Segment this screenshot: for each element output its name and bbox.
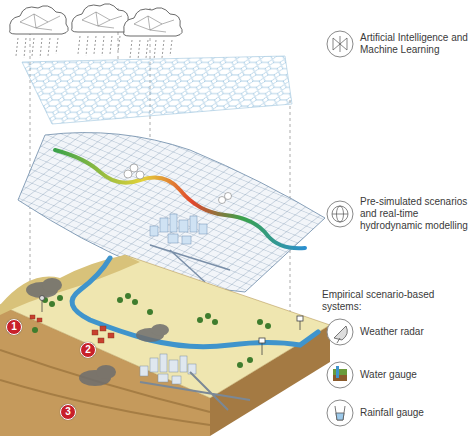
legend-item: Artificial Intelligence and Machine Lear… xyxy=(360,32,474,56)
callout-number: 2 xyxy=(80,342,96,358)
legend-item: Water gauge xyxy=(360,369,474,381)
callout-text: 2 xyxy=(85,344,91,355)
network-clouds xyxy=(10,4,183,60)
legend-text: Water gauge xyxy=(360,369,417,380)
hydrodynamic-mesh-layer xyxy=(18,133,325,292)
callout-number: 1 xyxy=(6,319,22,335)
callout-number: 3 xyxy=(60,404,76,420)
legend-item: Pre-simulated scenarios and real-time hy… xyxy=(360,196,474,232)
section-heading: Empirical scenario-based systems: xyxy=(322,289,474,313)
legend-text: Artificial Intelligence and Machine Lear… xyxy=(360,32,468,55)
legend-text: Weather radar xyxy=(360,326,424,337)
callout-text: 3 xyxy=(65,406,71,417)
legend-text: Pre-simulated scenarios and real-time hy… xyxy=(360,196,468,231)
legend-item: Weather radar xyxy=(360,326,474,338)
ai-grid-layer xyxy=(22,56,292,124)
legend-icons xyxy=(327,31,353,426)
legend-item: Rainfall gauge xyxy=(360,407,474,419)
callout-text: 1 xyxy=(11,321,17,332)
terrain-block xyxy=(0,255,330,436)
legend-text: Rainfall gauge xyxy=(360,407,424,418)
